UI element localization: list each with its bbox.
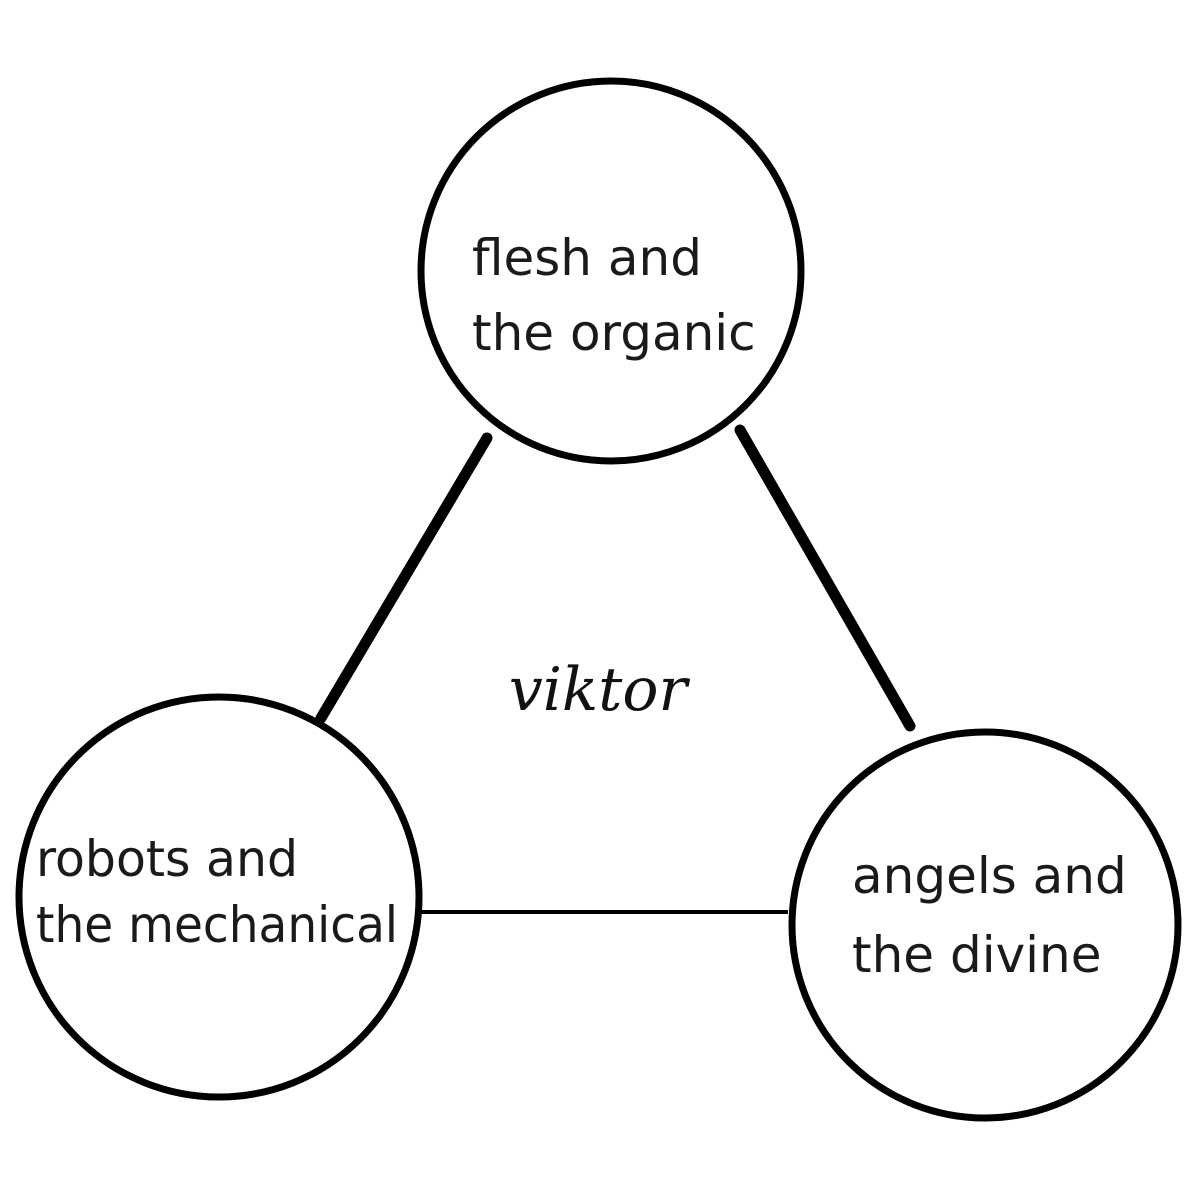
node-top-circle — [417, 77, 805, 465]
node-right-label-line2: the divine — [852, 926, 1102, 984]
node-right-circle — [788, 728, 1182, 1122]
edge-top-left — [315, 432, 493, 724]
node-top-label-line2: the organic — [472, 304, 756, 362]
node-left-circle — [15, 693, 423, 1101]
node-right-label-line1: angels and — [852, 847, 1127, 905]
node-left-label-line1: robots and — [36, 830, 298, 888]
node-top-label-line1: flesh and — [472, 229, 702, 287]
edge-top-right — [734, 424, 916, 732]
center-label: viktor — [509, 655, 691, 725]
node-left-label-line2: the mechanical — [36, 896, 398, 954]
